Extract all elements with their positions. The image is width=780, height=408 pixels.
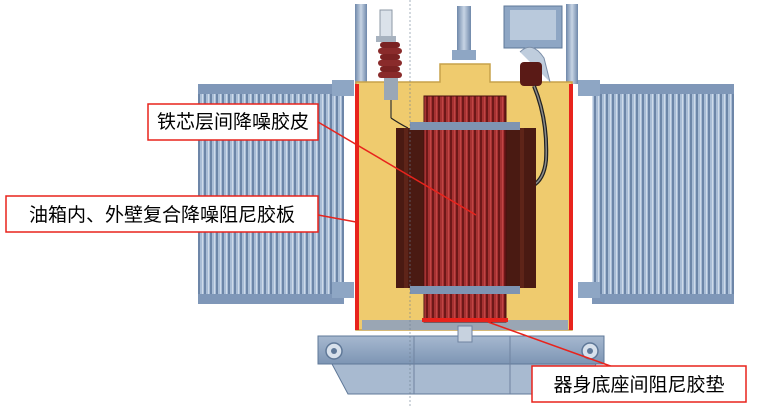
callout-tank-wall-plate: 油箱内、外壁复合降噪阻尼胶板 <box>5 195 319 233</box>
bushing-insulator <box>376 9 409 129</box>
right-radiator <box>578 80 734 304</box>
callout-body-base-pad: 器身底座间阻尼胶垫 <box>531 365 747 403</box>
callout-core-interlayer: 铁芯层间降噪胶皮 <box>147 103 319 141</box>
tank-base <box>317 325 605 395</box>
tank-wall-damping-plates <box>355 84 573 330</box>
top-frame <box>355 4 578 84</box>
callout-core-interlayer-label: 铁芯层间降噪胶皮 <box>157 111 309 133</box>
callout-body-base-pad-label: 器身底座间阻尼胶垫 <box>553 374 724 396</box>
lead-cable <box>519 46 551 188</box>
coil-windings <box>396 128 536 288</box>
callout-tank-wall-plate-label: 油箱内、外壁复合降噪阻尼胶板 <box>29 204 295 226</box>
callout-lines <box>317 121 617 369</box>
